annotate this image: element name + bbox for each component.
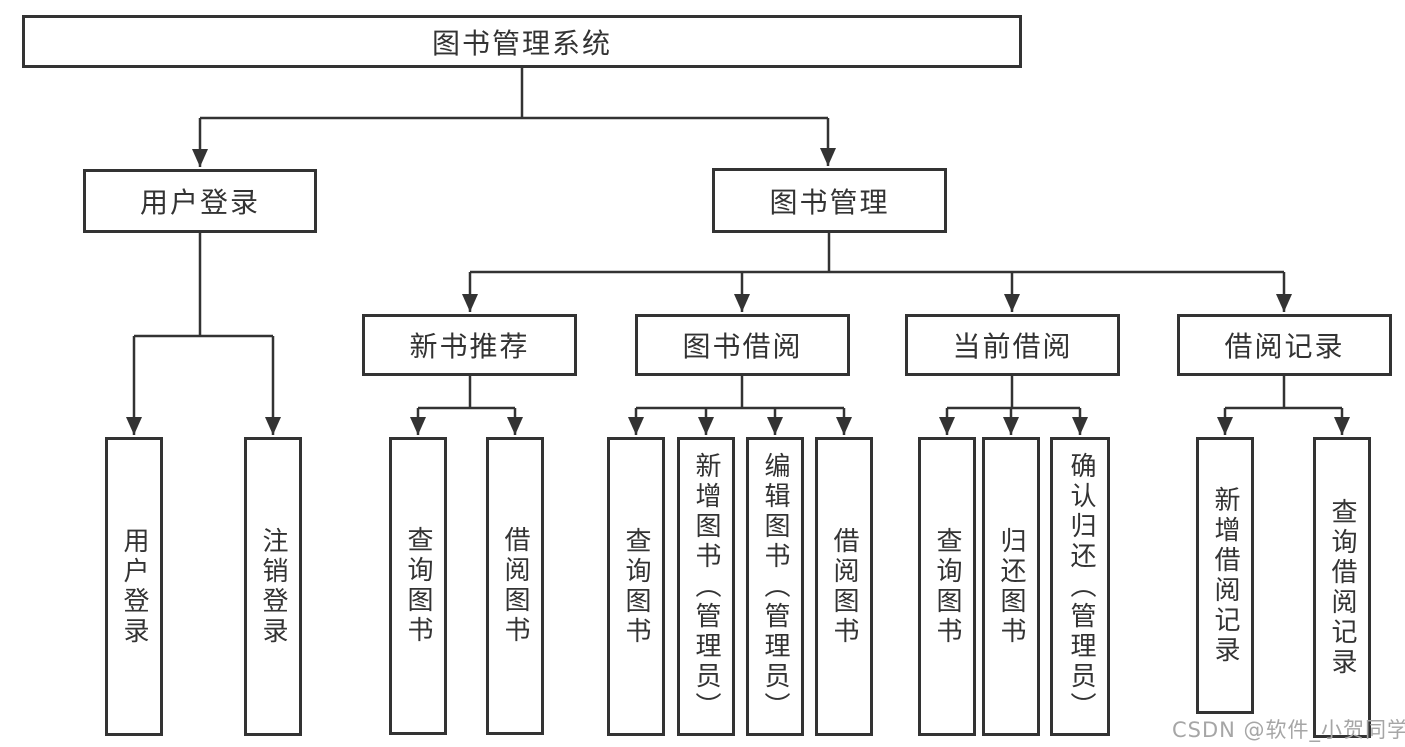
node-borrow-records: 借阅记录 — [1177, 314, 1392, 376]
node-current-borrowing: 当前借阅 — [905, 314, 1120, 376]
watermark-text: CSDN @软件_小贺同学 — [1172, 718, 1405, 742]
node-root: 图书管理系统 — [22, 15, 1022, 68]
node-book-management: 图书管理 — [712, 168, 947, 233]
node-add-book-admin: 新增图书（管理员） — [677, 437, 735, 736]
node-borrow-books-recommend: 借阅图书 — [486, 437, 544, 735]
connector-root — [192, 68, 836, 167]
node-edit-book-admin: 编辑图书（管理员） — [746, 437, 804, 736]
connector-book-management — [462, 233, 1292, 312]
connector-borrow-records — [1217, 376, 1350, 435]
node-logout-action: 注销登录 — [244, 437, 302, 736]
connector-new-book-recommend — [410, 376, 523, 435]
node-add-borrow-record: 新增借阅记录 — [1196, 437, 1254, 714]
node-query-books-borrowing: 查询图书 — [607, 437, 665, 736]
node-user-login: 用户登录 — [83, 169, 317, 233]
node-return-books: 归还图书 — [982, 437, 1040, 736]
connector-user-login — [126, 233, 281, 435]
node-user-login-action: 用户登录 — [105, 437, 163, 736]
node-borrow-books-borrowing: 借阅图书 — [815, 437, 873, 736]
node-confirm-return-admin: 确认归还（管理员） — [1050, 437, 1110, 736]
node-new-book-recommend: 新书推荐 — [362, 314, 577, 376]
node-query-books-recommend: 查询图书 — [389, 437, 447, 735]
connector-current-borrowing — [939, 376, 1088, 435]
node-query-borrow-record: 查询借阅记录 — [1313, 437, 1371, 738]
connector-book-borrowing — [628, 376, 852, 435]
node-query-books-current: 查询图书 — [918, 437, 976, 736]
node-book-borrowing: 图书借阅 — [635, 314, 850, 376]
